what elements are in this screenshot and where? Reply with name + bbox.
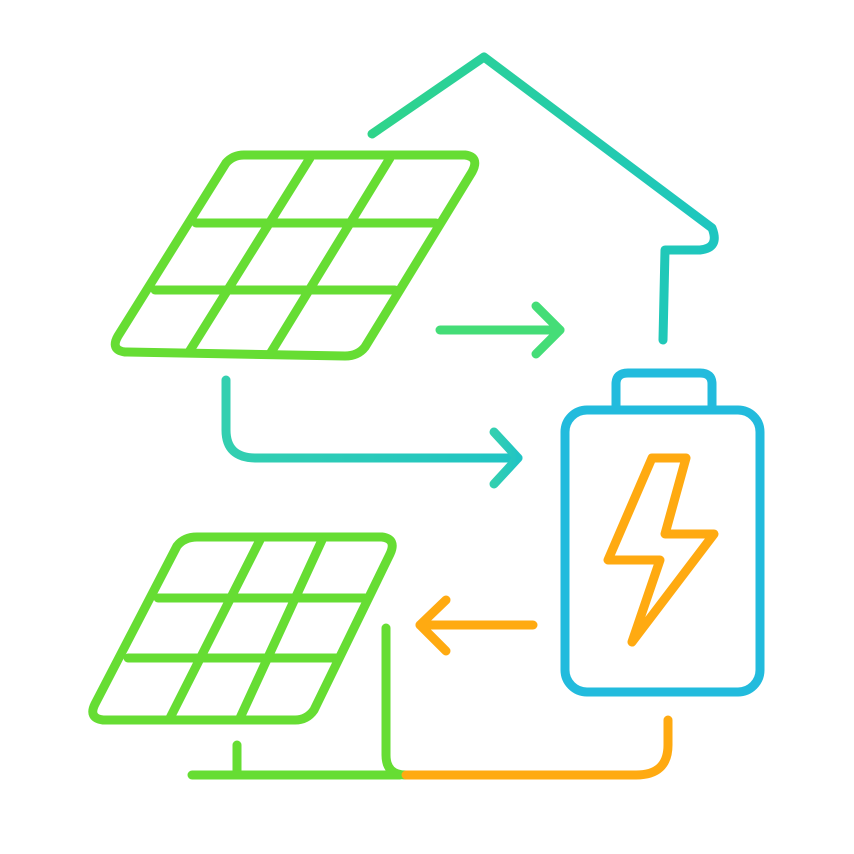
battery-icon (560, 368, 765, 697)
solar-panel-icon (110, 150, 480, 361)
ground-line (187, 623, 673, 780)
arrow-left-icon (415, 595, 538, 656)
lightning-bolt-icon (603, 453, 719, 647)
solar-panel-icon (88, 532, 397, 725)
arrow-right-icon (221, 375, 523, 489)
house-outline-icon (367, 52, 719, 345)
arrow-right-icon (435, 301, 565, 359)
